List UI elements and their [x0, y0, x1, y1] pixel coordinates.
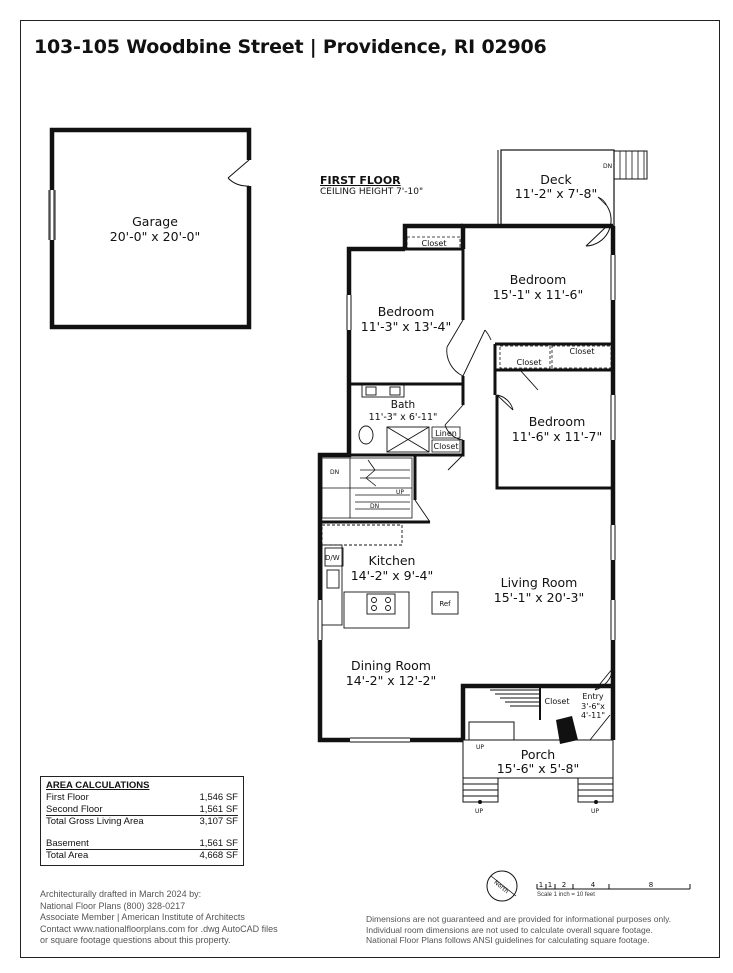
- bath-dims: 11'-3" x 6'-11": [369, 412, 438, 423]
- porch-up-dot-2: [594, 800, 598, 804]
- disclaimer-line: Individual room dimensions are not used …: [366, 924, 653, 935]
- deck-dims: 11'-2" x 7'-8": [515, 186, 598, 201]
- bedroom1-name: Bedroom: [510, 272, 567, 287]
- living-dims: 15'-1" x 20'-3": [494, 590, 584, 605]
- closet-label-2: Closet: [570, 347, 595, 356]
- scale-bar: [536, 884, 691, 890]
- windows: [317, 255, 616, 743]
- area-row: Basement 1,561 SF: [46, 837, 238, 850]
- closet-label-5: Closet: [545, 697, 570, 706]
- area-label: Second Floor: [46, 803, 103, 815]
- entry-name: Entry: [582, 692, 604, 701]
- porch-up-label-2: UP: [475, 808, 483, 815]
- area-label: Total Gross Living Area: [46, 816, 144, 827]
- bath-fixtures: [358, 384, 430, 453]
- area-header: AREA CALCULATIONS: [46, 780, 150, 791]
- porch-up-label-1: UP: [476, 744, 484, 751]
- credits-line: or square footage questions about this p…: [40, 935, 231, 945]
- garage-name: Garage: [132, 214, 178, 229]
- dining-name: Dining Room: [351, 658, 431, 673]
- kitchen-dims: 14'-2" x 9'-4": [351, 568, 434, 583]
- closets: Closet Closet Closet Linen Closet Closet: [406, 236, 612, 706]
- area-row: Second Floor 1,561 SF: [46, 803, 238, 816]
- stair-dn-label-2: DN: [370, 503, 379, 510]
- deck-stairs: [613, 150, 648, 180]
- porch-name: Porch: [521, 747, 555, 762]
- floor-name: FIRST FLOOR: [320, 174, 401, 187]
- page-title: 103-105 Woodbine Street | Providence, RI…: [34, 36, 547, 58]
- kitchen-name: Kitchen: [369, 553, 416, 568]
- toilet-icon: [358, 425, 374, 445]
- entry-column: [556, 716, 578, 744]
- refrigerator-label: Ref: [439, 600, 451, 608]
- garage: Garage 20'-0" x 20'-0": [48, 127, 252, 330]
- kitchen-fixtures: [321, 524, 459, 629]
- area-value: 1,546 SF: [199, 792, 238, 803]
- scale-text: Scale 1 inch = 10 feet: [537, 892, 595, 898]
- linen-label: Linen: [435, 429, 457, 438]
- area-value: 1,561 SF: [199, 837, 238, 849]
- garage-dims: 20'-0" x 20'-0": [110, 229, 200, 244]
- sink-icon: [326, 569, 340, 589]
- bedroom1-dims: 15'-1" x 11'-6": [493, 287, 583, 302]
- scale-tick-4: 8: [649, 881, 653, 889]
- scale-tick-2: 2: [562, 881, 566, 889]
- credits-line: Associate Member | American Institute of…: [40, 912, 245, 922]
- scale-tick-1: 1: [548, 881, 552, 889]
- bedroom2-dims: 11'-3" x 13'-4": [361, 319, 451, 334]
- disclaimer: Dimensions are not guaranteed and are pr…: [366, 914, 671, 946]
- bedroom2-name: Bedroom: [378, 304, 435, 319]
- dining-dims: 14'-2" x 12'-2": [346, 673, 436, 688]
- closet-label-4: Closet: [434, 442, 459, 451]
- north-label: North: [492, 879, 510, 895]
- entry-dims-2: 4'-11": [581, 711, 605, 720]
- page-frame: [20, 20, 720, 958]
- dishwasher-label: D/W: [325, 554, 340, 562]
- entry-dims-1: 3'-6"x: [581, 702, 605, 711]
- deck: DN Deck 11'-2" x 7'-8": [497, 149, 648, 247]
- refrigerator-icon: [431, 591, 459, 615]
- credits-line: Contact www.nationalfloorplans.com for .…: [40, 923, 278, 934]
- bedroom3-dims: 11'-6" x 11'-7": [512, 429, 602, 444]
- deck-name: Deck: [540, 172, 572, 187]
- interior-stairs: [321, 457, 413, 519]
- scale-tick-0: 1: [539, 881, 543, 889]
- porch-up-dot-1: [478, 800, 482, 804]
- area-value: 4,668 SF: [199, 850, 238, 861]
- bath-name: Bath: [391, 399, 415, 411]
- porch: [462, 686, 614, 803]
- area-row: First Floor 1,546 SF: [46, 792, 238, 804]
- stair-up-label-1: UP: [396, 489, 404, 496]
- bedroom3-name: Bedroom: [529, 414, 586, 429]
- doors: [414, 319, 614, 741]
- area-value: 1,561 SF: [199, 803, 238, 815]
- stove-icon: [366, 593, 396, 615]
- area-calculations: AREA CALCULATIONS First Floor 1,546 SF S…: [40, 776, 244, 866]
- area-row: Total Area 4,668 SF: [46, 850, 238, 862]
- stair-dn-label-1: DN: [330, 469, 339, 476]
- closet-label-3: Closet: [517, 358, 542, 367]
- interior-walls: [320, 247, 613, 524]
- living-name: Living Room: [501, 575, 578, 590]
- disclaimer-line: National Floor Plans follows ANSI guidel…: [366, 935, 650, 945]
- credits-line: Architecturally drafted in March 2024 by…: [40, 889, 202, 899]
- scale-tick-3: 4: [591, 881, 596, 889]
- area-label: Basement: [46, 837, 89, 849]
- north-arrow: North: [486, 870, 518, 902]
- area-row: Total Gross Living Area 3,107 SF: [46, 816, 238, 828]
- area-label: First Floor: [46, 792, 89, 803]
- ceiling-height: CEILING HEIGHT 7'-10": [320, 187, 424, 197]
- deck-dn-label: DN: [603, 163, 612, 170]
- closet-label-1: Closet: [422, 239, 447, 248]
- credits-line: National Floor Plans (800) 328-0217: [40, 900, 186, 911]
- porch-dims: 15'-6" x 5'-8": [497, 761, 580, 776]
- area-value: 3,107 SF: [199, 816, 238, 827]
- disclaimer-line: Dimensions are not guaranteed and are pr…: [366, 914, 672, 924]
- porch-up-label-3: UP: [591, 808, 599, 815]
- credits: Architecturally drafted in March 2024 by…: [40, 889, 278, 947]
- area-label: Total Area: [46, 850, 89, 861]
